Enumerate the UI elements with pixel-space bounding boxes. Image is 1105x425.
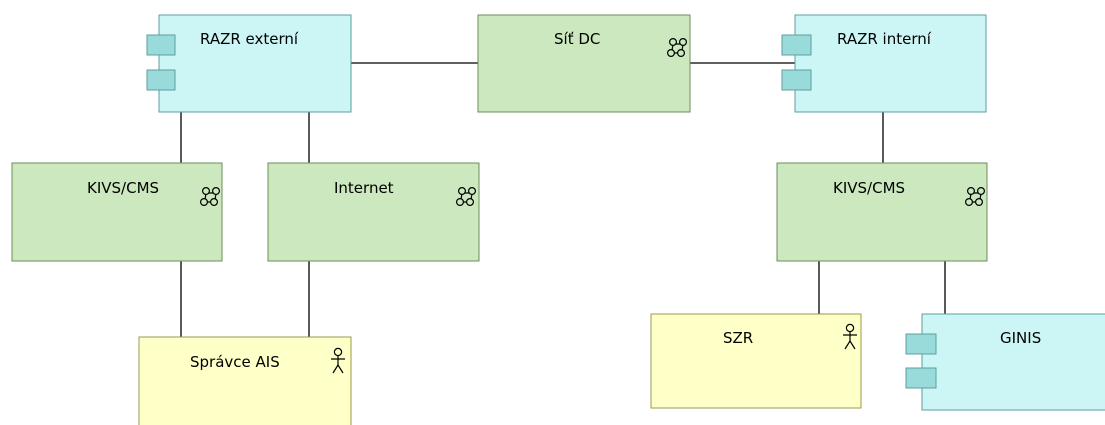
node-label-kivs-cms-right: KIVS/CMS bbox=[833, 179, 905, 197]
component-port-icon bbox=[781, 34, 812, 56]
node-internet[interactable]: Internet bbox=[267, 162, 480, 262]
component-port-icon bbox=[146, 69, 176, 91]
node-szr[interactable]: SZR bbox=[650, 313, 862, 409]
component-port-icon bbox=[905, 367, 937, 389]
node-label-razr-interni: RAZR interní bbox=[837, 30, 932, 48]
node-kivs-cms-left[interactable]: KIVS/CMS bbox=[11, 162, 223, 262]
network-icon bbox=[964, 186, 986, 207]
component-port-icon bbox=[905, 333, 937, 355]
network-icon bbox=[199, 186, 221, 207]
node-label-ginis: GINIS bbox=[1000, 329, 1041, 347]
node-label-szr: SZR bbox=[723, 329, 753, 347]
network-icon bbox=[455, 186, 477, 207]
component-port-icon bbox=[146, 34, 176, 56]
node-label-razr-externi: RAZR externí bbox=[200, 30, 299, 48]
node-spravce-ais[interactable]: Správce AIS bbox=[138, 336, 352, 425]
node-razr-interni[interactable]: RAZR interní bbox=[781, 14, 987, 113]
node-label-sit-dc: Síť DC bbox=[554, 30, 600, 48]
node-sit-dc[interactable]: Síť DC bbox=[477, 14, 691, 113]
node-label-internet: Internet bbox=[334, 179, 394, 197]
network-icon bbox=[666, 37, 688, 58]
actor-icon bbox=[331, 347, 345, 374]
node-razr-externi[interactable]: RAZR externí bbox=[146, 14, 352, 113]
node-kivs-cms-right[interactable]: KIVS/CMS bbox=[776, 162, 988, 262]
node-label-spravce-ais: Správce AIS bbox=[190, 353, 280, 371]
component-port-icon bbox=[781, 69, 812, 91]
connector-lines bbox=[180, 62, 946, 337]
node-ginis[interactable]: GINIS bbox=[905, 313, 1105, 411]
actor-icon bbox=[843, 323, 857, 350]
node-label-kivs-cms-left: KIVS/CMS bbox=[87, 179, 159, 197]
